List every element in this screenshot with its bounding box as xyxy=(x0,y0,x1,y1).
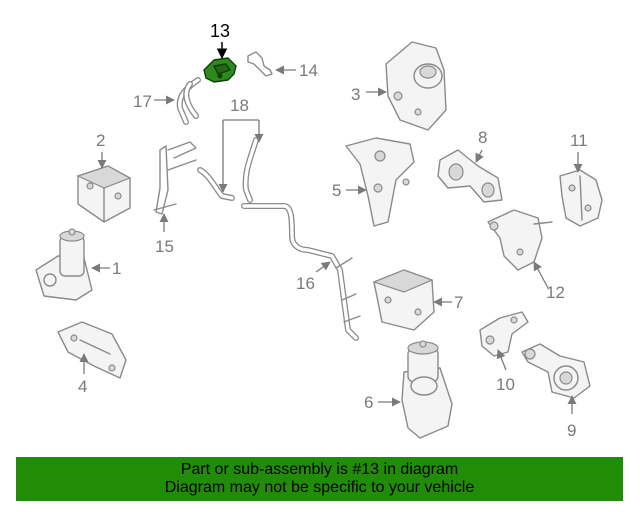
banner-line-1: Part or sub-assembly is #13 in diagram xyxy=(180,461,459,478)
part-13-bracket[interactable] xyxy=(203,57,237,83)
svg-text:1: 1 xyxy=(112,259,121,278)
info-banner-background xyxy=(16,457,623,501)
part-5-bracket[interactable] xyxy=(345,137,415,227)
callout-10: 10 xyxy=(496,349,515,394)
callout-16: 16 xyxy=(296,261,331,293)
part-3-engine-mount[interactable] xyxy=(385,41,447,131)
svg-text:17: 17 xyxy=(133,92,152,111)
callout-14: 14 xyxy=(275,61,318,80)
callout-7: 7 xyxy=(433,293,463,312)
part-8-torque-rod[interactable] xyxy=(437,149,503,203)
callout-1: 1 xyxy=(91,259,121,278)
callout-8: 8 xyxy=(475,128,487,163)
part-9-torque-mount[interactable] xyxy=(521,343,591,399)
svg-text:5: 5 xyxy=(332,181,341,200)
svg-text:18: 18 xyxy=(230,96,249,115)
part-1-engine-mount[interactable] xyxy=(35,228,93,301)
part-14-clip[interactable] xyxy=(247,51,273,77)
svg-text:15: 15 xyxy=(155,237,174,256)
callout-3: 3 xyxy=(351,85,387,104)
part-11-bracket[interactable] xyxy=(559,169,603,227)
part-6-engine-mount[interactable] xyxy=(401,340,453,439)
callout-11: 11 xyxy=(570,131,588,173)
callout-18: 18 xyxy=(218,96,264,193)
part-2-mount-bracket[interactable] xyxy=(76,165,132,223)
svg-text:11: 11 xyxy=(570,131,588,150)
part-16-pipe[interactable] xyxy=(241,203,361,341)
part-7-bracket[interactable] xyxy=(372,269,435,331)
part-4-bracket[interactable] xyxy=(57,321,127,379)
svg-text:10: 10 xyxy=(496,375,515,394)
part-10-bracket[interactable] xyxy=(479,311,529,357)
part-12-bracket[interactable] xyxy=(487,209,553,271)
part-18-hoses[interactable] xyxy=(197,137,259,203)
svg-text:8: 8 xyxy=(478,128,487,147)
banner-line-2: Diagram may not be specific to your vehi… xyxy=(164,479,475,496)
svg-text:9: 9 xyxy=(567,421,576,440)
svg-text:7: 7 xyxy=(454,293,463,312)
svg-text:6: 6 xyxy=(364,393,373,412)
callout-2: 2 xyxy=(96,131,107,169)
svg-text:3: 3 xyxy=(351,85,360,104)
callout-13: 13 xyxy=(210,21,230,60)
part-15-bracket[interactable] xyxy=(153,141,197,215)
callout-4: 4 xyxy=(78,353,89,396)
svg-text:2: 2 xyxy=(96,131,105,150)
callout-15: 15 xyxy=(155,213,174,256)
callout-17: 17 xyxy=(133,92,175,111)
part-17-hose[interactable] xyxy=(176,77,201,125)
svg-text:4: 4 xyxy=(78,377,87,396)
svg-text:16: 16 xyxy=(296,274,315,293)
info-banner: Part or sub-assembly is #13 in diagram D… xyxy=(16,457,623,501)
callout-5: 5 xyxy=(332,181,367,200)
callout-6: 6 xyxy=(364,393,401,412)
svg-text:13: 13 xyxy=(210,21,230,41)
svg-text:12: 12 xyxy=(546,283,565,302)
callout-9: 9 xyxy=(567,395,577,440)
svg-text:14: 14 xyxy=(299,61,318,80)
callout-12: 12 xyxy=(533,261,565,302)
